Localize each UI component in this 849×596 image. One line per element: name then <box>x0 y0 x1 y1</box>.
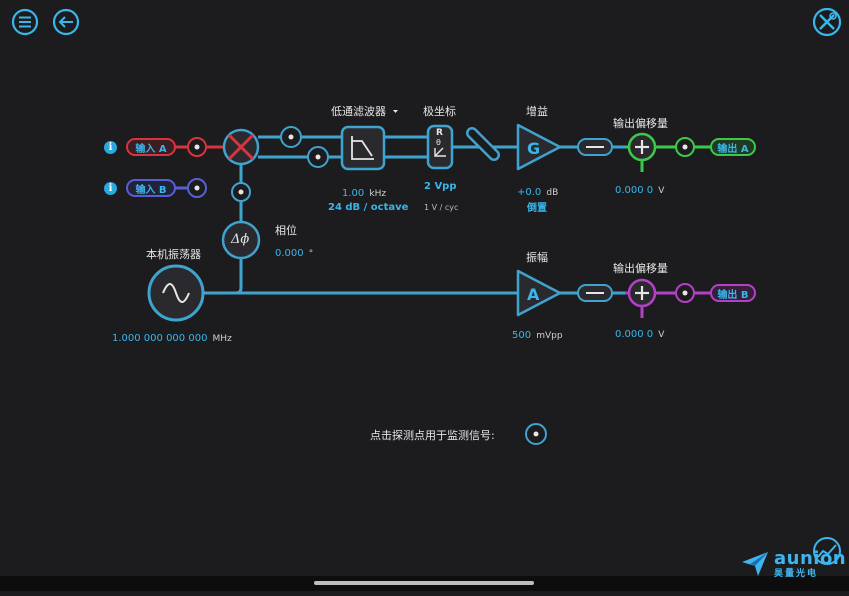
gain-symbol: G <box>527 139 541 158</box>
output-a-pill[interactable]: 输出 A <box>710 138 756 156</box>
phase-value[interactable]: 0.000 ° <box>275 241 313 260</box>
amplitude-value-number: 500 <box>512 330 532 341</box>
probe-point-legend <box>525 423 547 445</box>
output-b-label: 输出 B <box>717 289 749 301</box>
probe-point-input-b[interactable] <box>187 178 207 198</box>
phase-value-number: 0.000 <box>275 248 304 259</box>
oscillator-frequency[interactable]: 1.000 000 000 000 MHz <box>112 326 232 345</box>
oscillator-frequency-unit: MHz <box>212 334 232 344</box>
input-b-pill[interactable]: 输入 B <box>126 179 176 197</box>
gain-block[interactable] <box>516 123 562 171</box>
probe-point-output-a[interactable] <box>675 137 695 157</box>
offset-a-block[interactable] <box>577 132 657 162</box>
oscillator-frequency-value: 1.000 000 000 000 <box>112 333 208 344</box>
gain-invert-toggle[interactable]: 倒置 <box>527 203 547 214</box>
input-a-pill[interactable]: 输入 A <box>126 138 176 156</box>
offset-b-value-unit: V <box>658 330 665 340</box>
lowpass-frequency[interactable]: 1.00 kHz <box>342 181 386 200</box>
phase-value-unit: ° <box>308 249 314 259</box>
amplitude-title: 振幅 <box>526 251 548 264</box>
probe-hint-text: 点击探测点用于监测信号: <box>370 429 495 442</box>
offset-b-title: 输出偏移量 <box>613 262 668 275</box>
logo-text-cn: 昊量光电 <box>774 568 819 578</box>
polar-theta-label: θ <box>436 138 441 147</box>
lowpass-filter-block[interactable] <box>340 125 386 171</box>
input-b-label: 输入 B <box>135 184 167 196</box>
probe-point-input-a[interactable] <box>187 137 207 157</box>
probe-point-mixer-upper[interactable] <box>280 126 302 148</box>
amplitude-symbol: A <box>527 285 540 304</box>
tools-icon[interactable] <box>812 7 842 37</box>
phase-title: 相位 <box>275 224 297 237</box>
gain-value-number: +0.0 <box>517 187 542 198</box>
polar-scale[interactable]: 1 V / cyc <box>424 203 459 212</box>
oscillator-block[interactable] <box>147 264 205 322</box>
polar-connector <box>466 127 500 161</box>
chart-icon[interactable] <box>813 537 841 565</box>
gain-value[interactable]: +0.0 dB <box>517 180 558 199</box>
gain-title: 增益 <box>526 105 548 118</box>
mixer-block[interactable] <box>222 128 260 166</box>
offset-a-title: 输出偏移量 <box>613 117 668 130</box>
info-icon-input-b[interactable]: i <box>104 182 117 195</box>
phase-symbol: Δϕ <box>231 232 250 247</box>
logo-text-en: aunion <box>774 548 847 569</box>
lowpass-frequency-unit: kHz <box>369 189 387 199</box>
polar-title: 极坐标 <box>423 105 456 118</box>
offset-b-value-number: 0.000 0 <box>615 329 654 340</box>
gain-value-unit: dB <box>546 188 559 198</box>
home-indicator[interactable] <box>314 581 534 585</box>
logo-arrow-icon <box>742 552 768 576</box>
brand-logo: aunion 昊量光电 <box>740 550 846 578</box>
oscillator-title: 本机振荡器 <box>146 248 201 261</box>
polar-range[interactable]: 2 Vpp <box>424 181 457 192</box>
polar-block[interactable] <box>426 124 454 170</box>
amplitude-value-unit: mVpp <box>536 331 563 341</box>
lowpass-slope[interactable]: 24 dB / octave <box>328 202 409 213</box>
probe-point-output-b[interactable] <box>675 283 695 303</box>
lowpass-title[interactable]: 低通滤波器 <box>331 105 386 118</box>
output-a-label: 输出 A <box>717 143 749 155</box>
logo-text: aunion 昊量光电 <box>774 550 846 578</box>
offset-b-block[interactable] <box>577 278 657 308</box>
menu-icon[interactable] <box>11 8 39 36</box>
input-a-label: 输入 A <box>135 143 167 155</box>
amplitude-block[interactable] <box>516 269 562 317</box>
amplitude-value[interactable]: 500 mVpp <box>512 323 563 342</box>
offset-b-value[interactable]: 0.000 0 V <box>615 322 664 341</box>
probe-point-reference[interactable] <box>231 182 251 202</box>
phase-block[interactable] <box>221 220 261 260</box>
lowpass-dropdown-icon[interactable] <box>393 110 398 113</box>
probe-point-mixer-lower[interactable] <box>307 146 329 168</box>
offset-a-value[interactable]: 0.000 0 V <box>615 178 664 197</box>
polar-r-label: R <box>436 128 443 138</box>
offset-a-value-number: 0.000 0 <box>615 185 654 196</box>
back-arrow-icon[interactable] <box>52 8 80 36</box>
offset-a-value-unit: V <box>658 186 665 196</box>
output-b-pill[interactable]: 输出 B <box>710 284 756 302</box>
lowpass-frequency-value: 1.00 <box>342 188 365 199</box>
info-icon-input-a[interactable]: i <box>104 141 117 154</box>
